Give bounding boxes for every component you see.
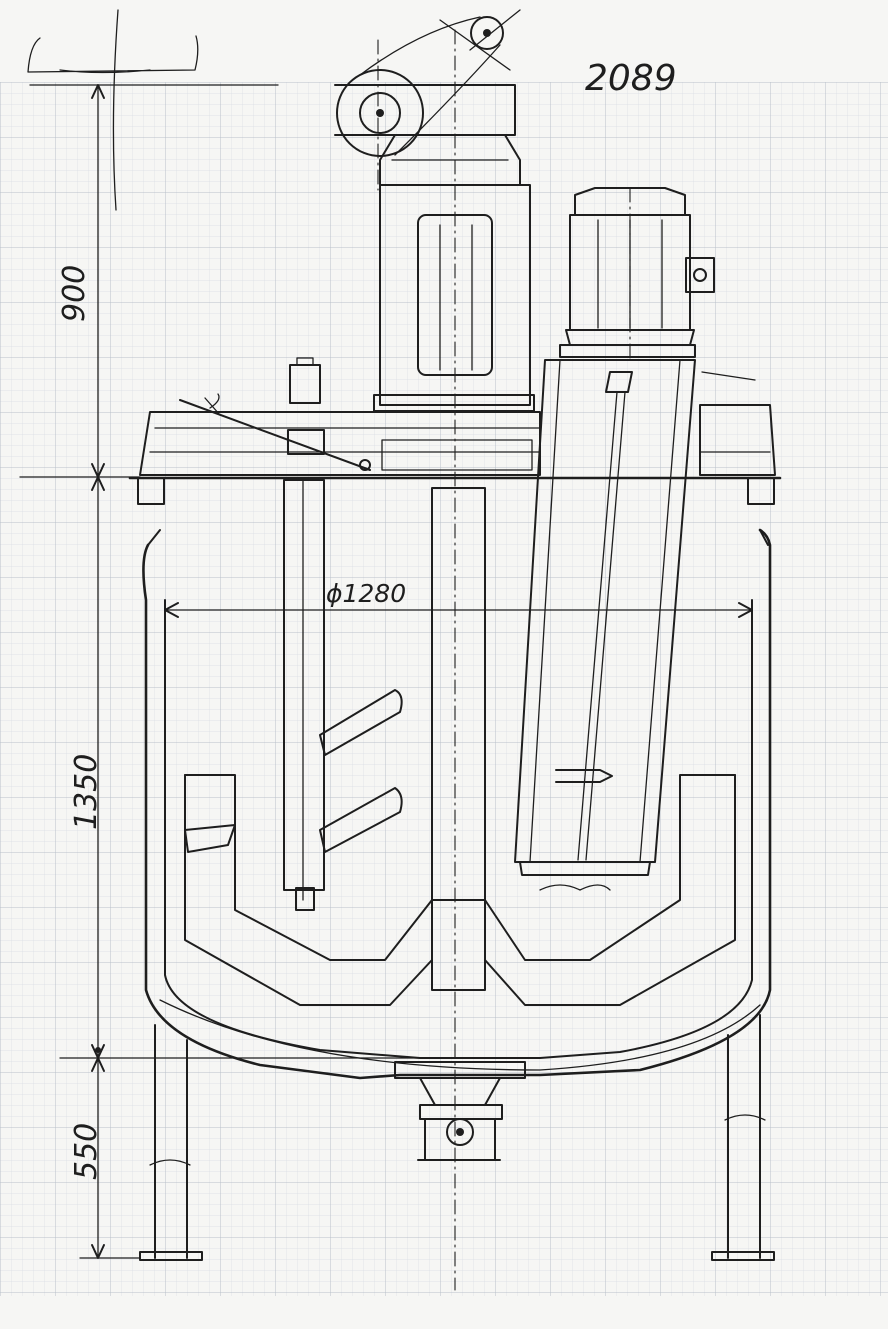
dimension-lines: [19, 84, 421, 1259]
vessel-lid: [128, 393, 782, 505]
dimension-label-900: 900: [57, 265, 92, 322]
vessel-body: [142, 528, 772, 1161]
dimension-label-diameter: ϕ1280: [326, 579, 406, 608]
margin-sketch: [27, 9, 199, 211]
diameter-dimension: [164, 602, 753, 618]
dimension-label-1350: 1350: [69, 754, 104, 830]
sheet-number: 2089: [585, 58, 677, 99]
side-homogenizer: [514, 187, 756, 891]
support-legs: [139, 1014, 775, 1261]
dimension-label-550: 550: [69, 1123, 104, 1180]
graph-paper-major-grid: [0, 82, 888, 1296]
top-drive-motor: [334, 9, 535, 412]
anchor-agitator: [184, 487, 736, 1006]
paddle-agitator: [283, 357, 403, 911]
